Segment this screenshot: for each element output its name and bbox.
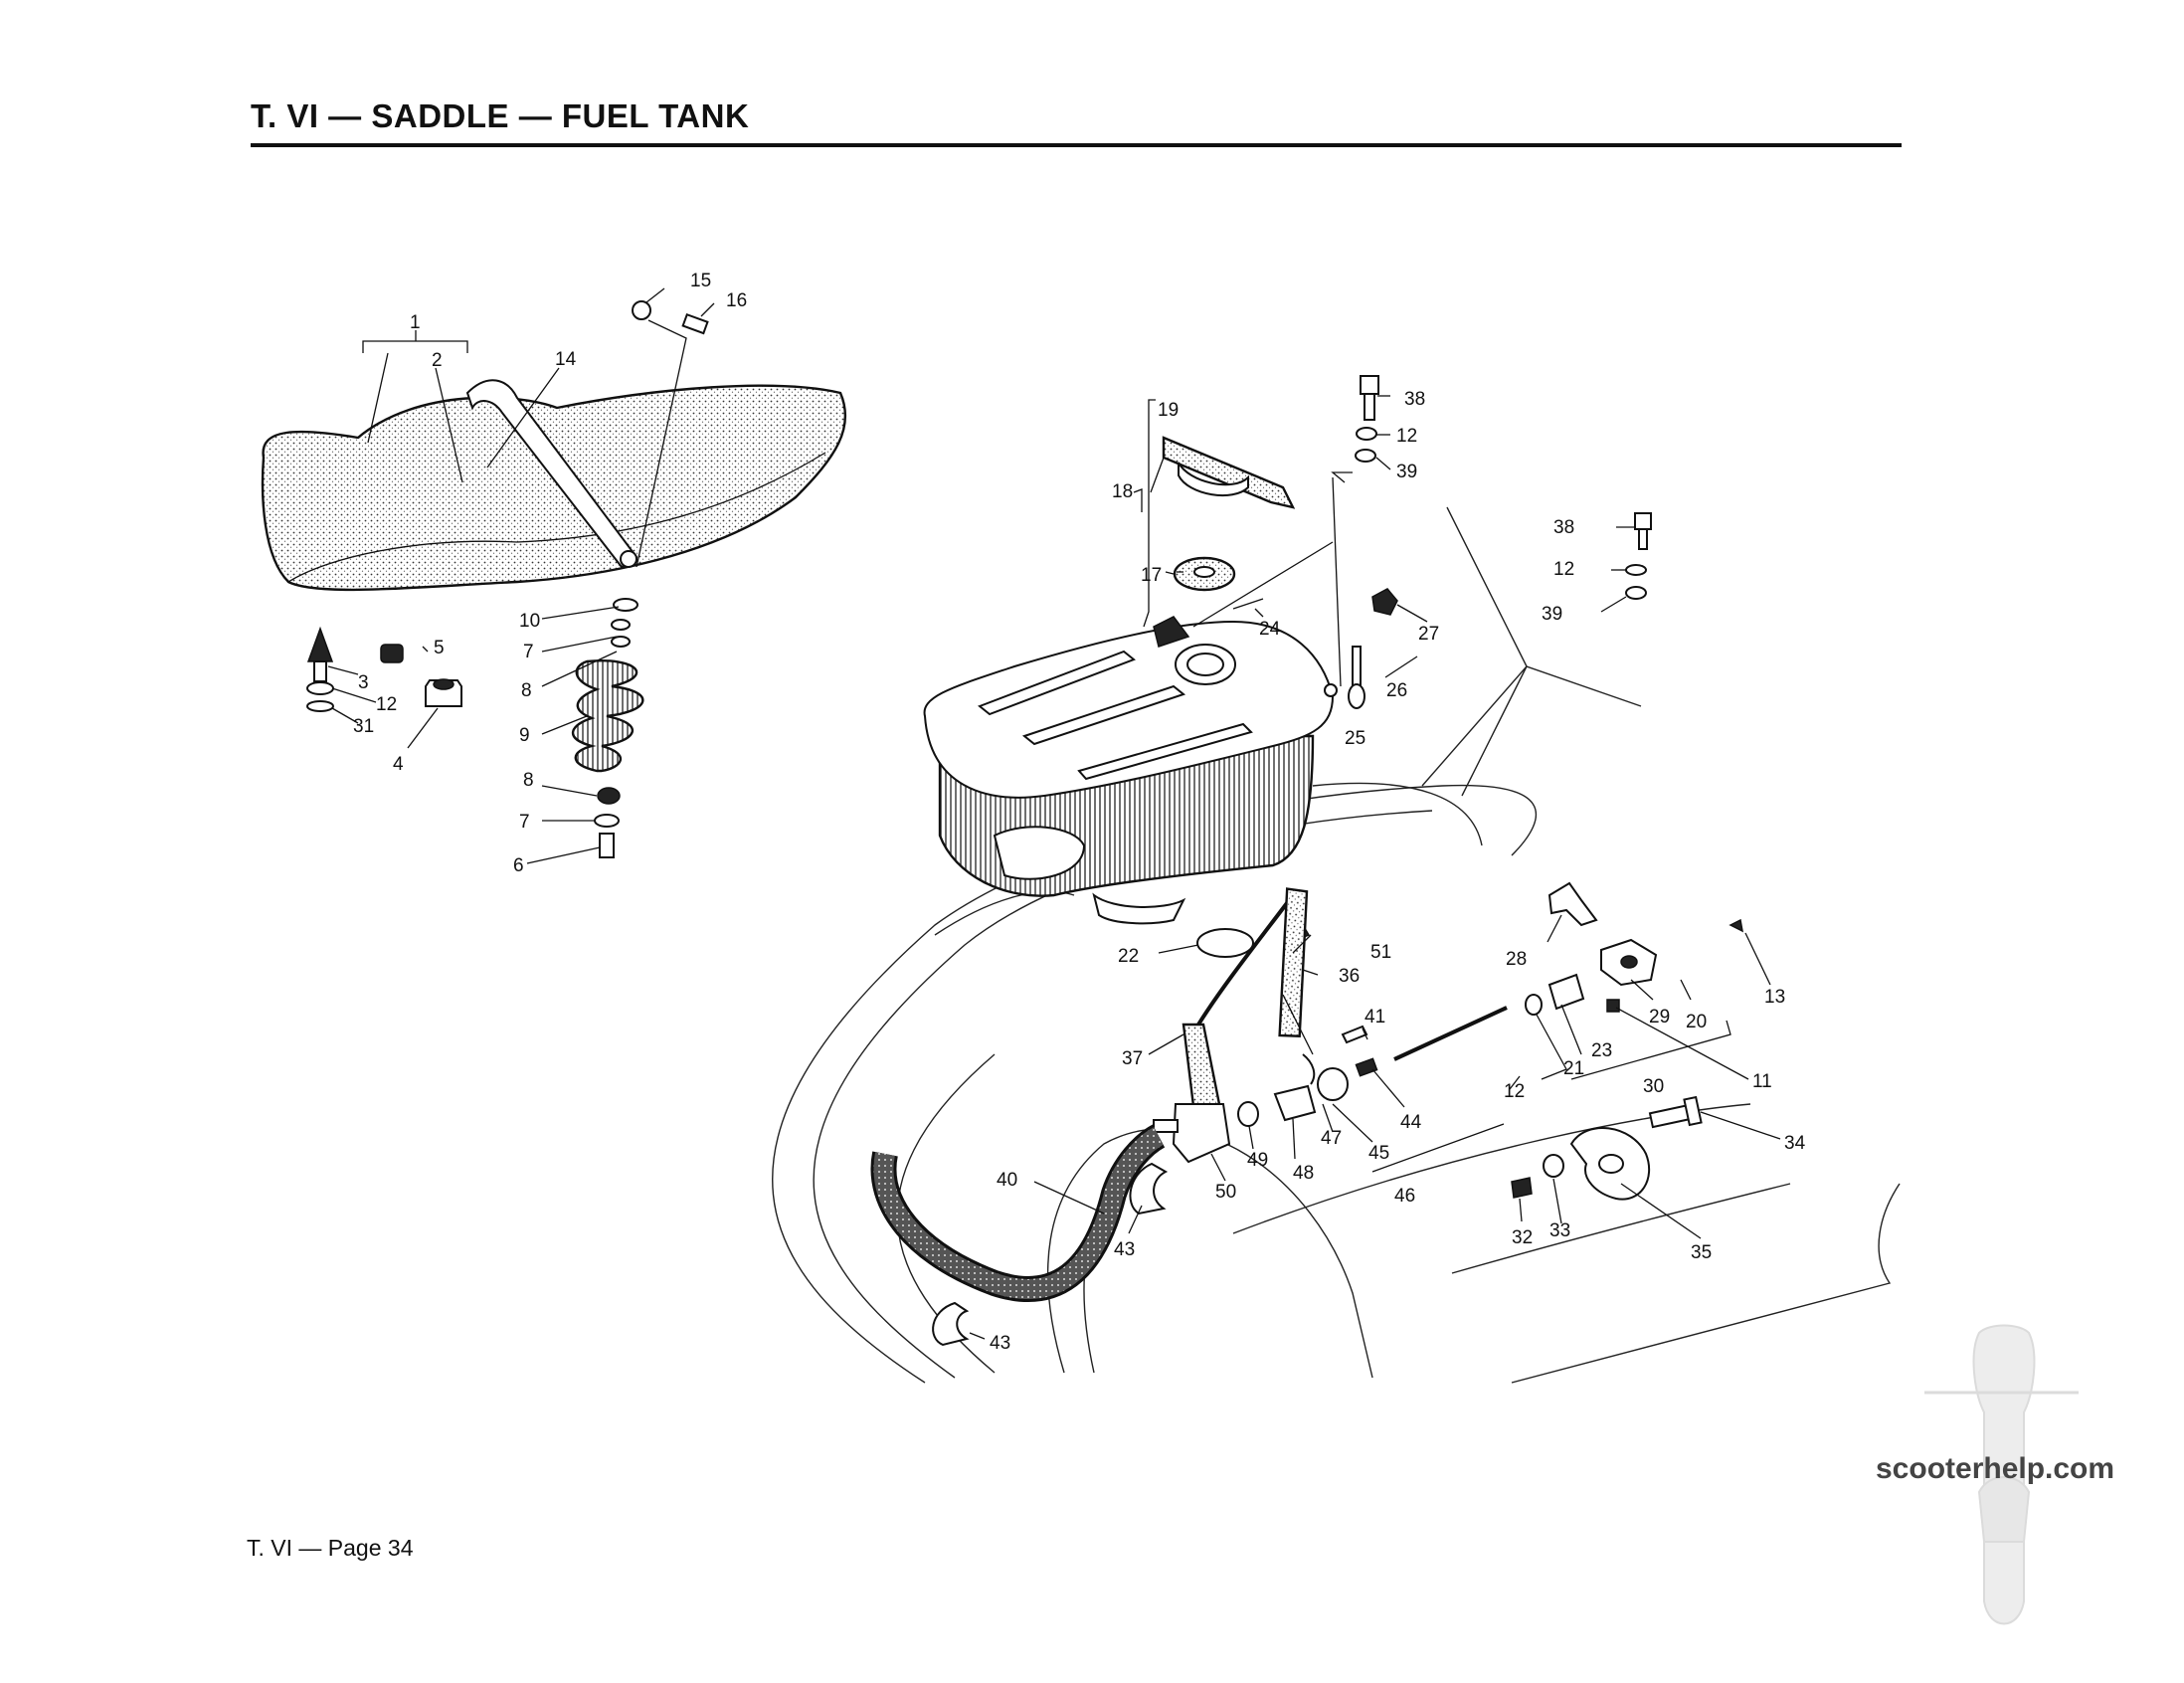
callout-16: 16 <box>726 290 747 311</box>
callout-5: 5 <box>434 638 445 658</box>
callout-38: 38 <box>1404 389 1425 410</box>
callout-12: 12 <box>376 694 397 715</box>
callout-20: 20 <box>1686 1012 1707 1032</box>
callout-30: 30 <box>1643 1076 1664 1097</box>
callout-13: 13 <box>1764 987 1785 1008</box>
leader-lines <box>327 287 1781 1340</box>
callout-41: 41 <box>1365 1007 1385 1028</box>
callout-12: 12 <box>1553 559 1574 580</box>
callout-4: 4 <box>393 754 404 775</box>
callout-43: 43 <box>990 1333 1010 1354</box>
callout-35: 35 <box>1691 1242 1712 1263</box>
callout-18: 18 <box>1112 481 1133 502</box>
saddle <box>261 379 847 592</box>
callout-50: 50 <box>1215 1182 1236 1203</box>
callout-7: 7 <box>523 642 534 662</box>
callout-14: 14 <box>555 349 577 370</box>
page-footer: T. VI — Page 34 <box>247 1535 414 1561</box>
callout-37: 37 <box>1122 1048 1143 1069</box>
callout-7: 7 <box>519 812 530 833</box>
callout-43: 43 <box>1114 1239 1135 1260</box>
callout-29: 29 <box>1649 1007 1670 1028</box>
callout-1: 1 <box>410 312 421 333</box>
callout-21: 21 <box>1563 1058 1584 1079</box>
page-title: T. VI — SADDLE — FUEL TANK <box>251 97 750 134</box>
callout-44: 44 <box>1400 1112 1422 1133</box>
callout-12: 12 <box>1396 426 1417 447</box>
callout-48: 48 <box>1293 1163 1314 1184</box>
tank-cap-parts <box>1162 375 1652 958</box>
callout-25: 25 <box>1345 728 1365 749</box>
callout-8: 8 <box>521 680 532 701</box>
callout-31: 31 <box>353 716 374 737</box>
callout-26: 26 <box>1386 680 1407 701</box>
callout-24: 24 <box>1259 619 1281 640</box>
callout-47: 47 <box>1321 1128 1342 1149</box>
fuel-tank <box>923 616 1338 925</box>
callout-51: 51 <box>1370 942 1391 963</box>
watermark-scooter-icon <box>1924 1324 2079 1625</box>
callout-39: 39 <box>1396 462 1417 482</box>
lock-parts <box>1393 881 1744 1201</box>
callout-40: 40 <box>997 1170 1017 1191</box>
watermark-text: scooterhelp.com <box>1876 1452 2115 1485</box>
fuel-tap-assembly <box>870 887 1378 1347</box>
callout-27: 27 <box>1418 624 1439 645</box>
callout-46: 46 <box>1394 1186 1415 1207</box>
callout-10: 10 <box>519 611 540 632</box>
callout-9: 9 <box>519 725 530 746</box>
saddle-fixings <box>306 300 709 858</box>
callout-49: 49 <box>1247 1150 1268 1171</box>
callout-22: 22 <box>1118 946 1139 967</box>
callout-12: 12 <box>1504 1081 1525 1102</box>
title-rule <box>251 143 1902 147</box>
callout-17: 17 <box>1141 565 1162 586</box>
callout-3: 3 <box>358 672 369 693</box>
callout-labels: 1 2 3 4 5 6 7 7 8 8 9 10 11 12 12 12 12 … <box>353 271 1806 1354</box>
callout-6: 6 <box>513 855 524 876</box>
callout-34: 34 <box>1784 1133 1806 1154</box>
callout-23: 23 <box>1591 1040 1612 1061</box>
callout-39: 39 <box>1542 604 1562 625</box>
callout-33: 33 <box>1549 1220 1570 1241</box>
callout-38: 38 <box>1553 517 1574 538</box>
callout-8: 8 <box>523 770 534 791</box>
callout-36: 36 <box>1339 966 1360 987</box>
callout-32: 32 <box>1512 1227 1533 1248</box>
callout-2: 2 <box>432 350 443 371</box>
callout-28: 28 <box>1506 949 1527 970</box>
callout-19: 19 <box>1158 400 1179 421</box>
callout-11: 11 <box>1752 1071 1772 1092</box>
callout-15: 15 <box>690 271 711 291</box>
callout-45: 45 <box>1368 1143 1389 1164</box>
